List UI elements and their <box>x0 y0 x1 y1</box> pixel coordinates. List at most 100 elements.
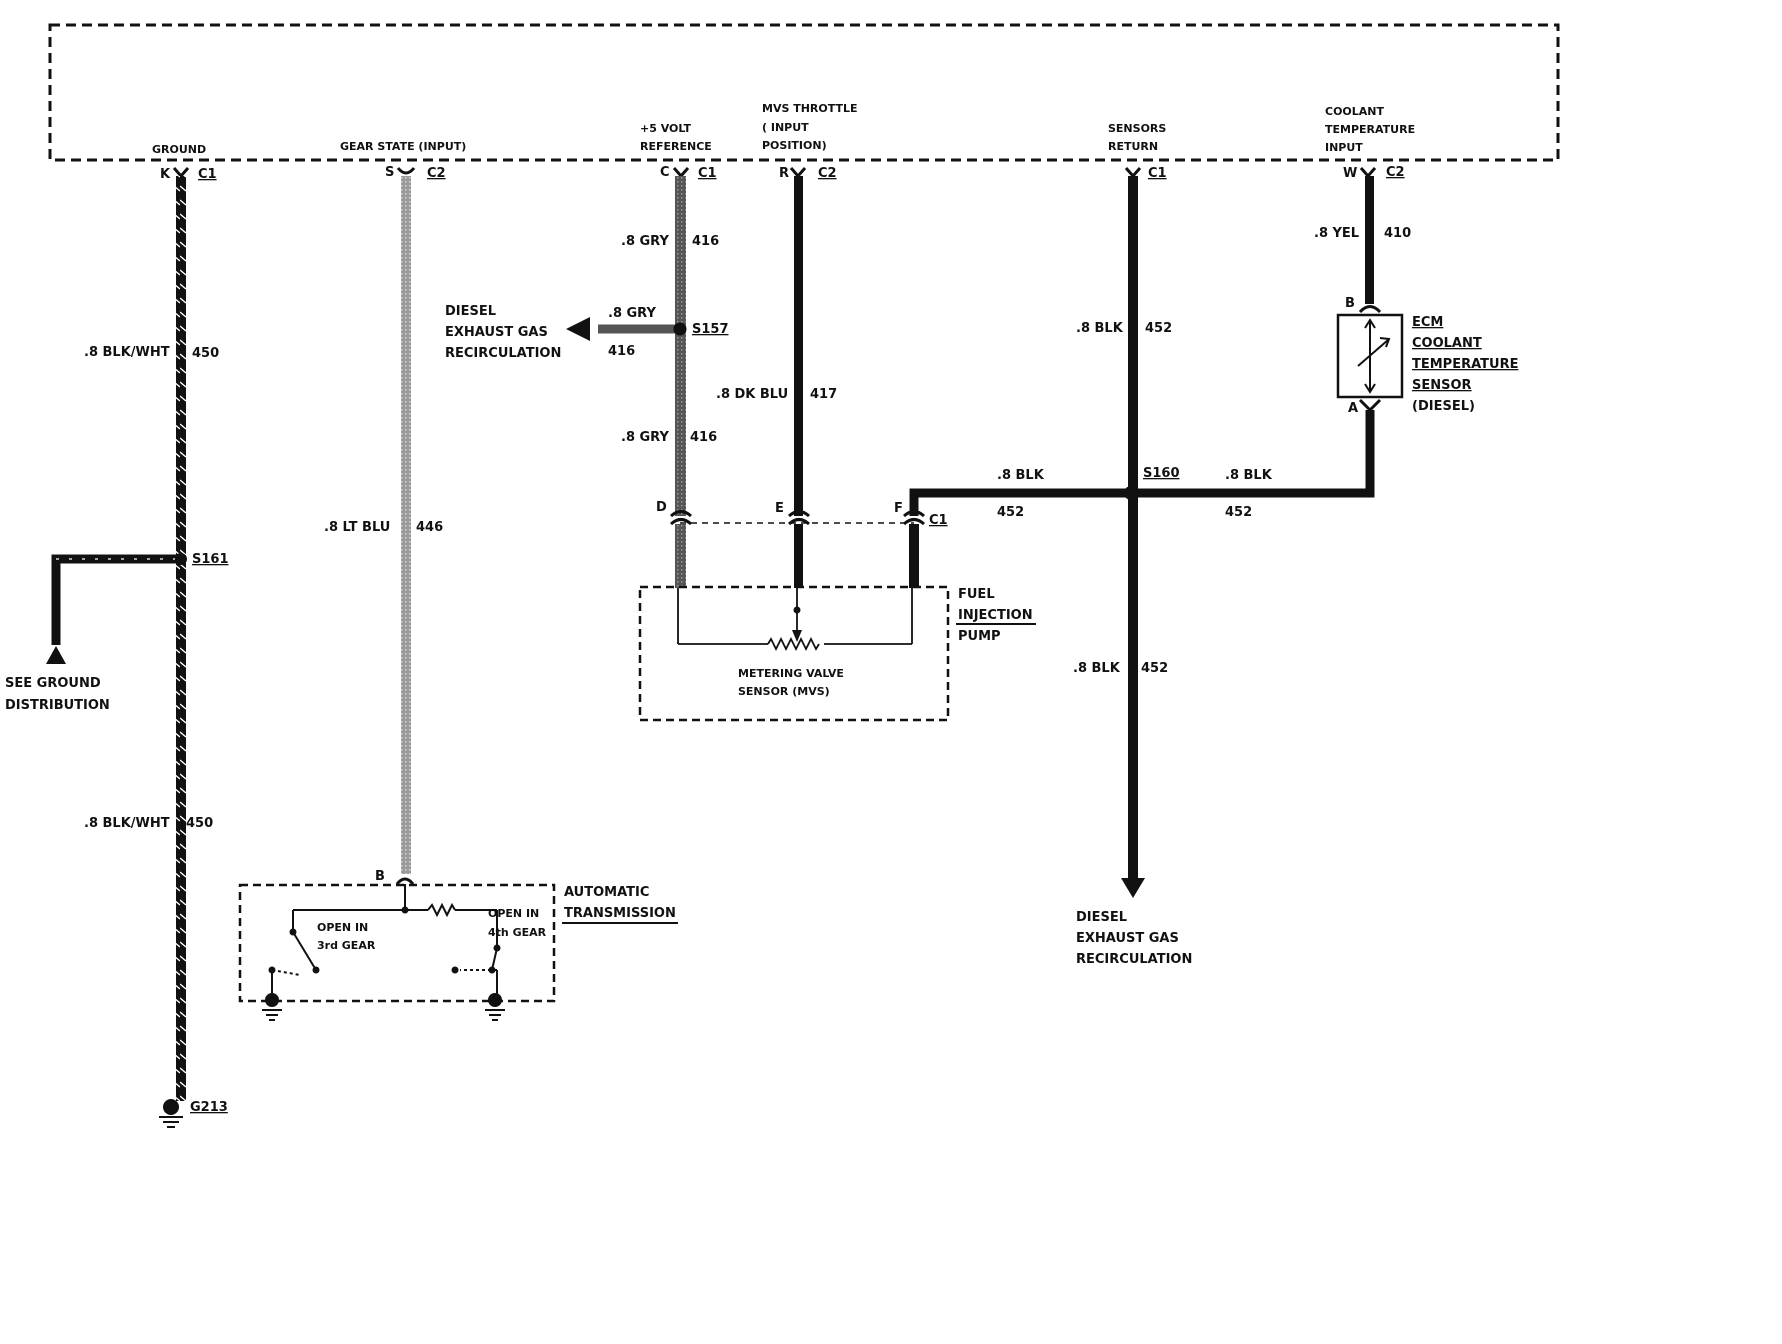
conn-c2-mvs: C2 <box>818 166 837 181</box>
coolant-sensor-connector-a <box>1358 398 1382 413</box>
pin-w: W <box>1343 166 1357 181</box>
ecm-mvs-label-1: MVS THROTTLE <box>762 102 858 115</box>
splice-s161-label: S161 <box>192 552 229 567</box>
pump-pin-e: E <box>775 501 784 516</box>
wire-450b-label: .8 BLK/WHT <box>84 816 170 831</box>
wire-450a-num: 450 <box>192 346 219 361</box>
wire-416b-label: .8 GRY <box>608 306 656 321</box>
ecm-coolant-label-3: INPUT <box>1325 141 1363 154</box>
wire-417-label: .8 DK BLU <box>716 387 788 402</box>
wire-416c-num: 416 <box>690 430 717 445</box>
coolant-sensor-label-4: SENSOR <box>1412 378 1472 393</box>
coolant-sensor-pin-a: A <box>1348 401 1358 416</box>
mvs-sensor-wiring <box>677 588 913 652</box>
wire-452a-label: .8 BLK <box>1076 321 1124 336</box>
fuel-pump-title-3: PUMP <box>958 629 1001 644</box>
conn-c2-coolant: C2 <box>1386 165 1405 180</box>
mvs-wiper-arrow <box>792 630 802 642</box>
ecm-mvs-label-3: POSITION) <box>762 139 827 152</box>
wire-452-main <box>1128 176 1138 882</box>
ground-g213-icon <box>159 1116 183 1128</box>
see-ground-label-2: DISTRIBUTION <box>5 698 110 713</box>
splice-s157-label: S157 <box>692 322 729 337</box>
auto-trans-pin-b: B <box>375 869 385 884</box>
pin-s: S <box>385 165 394 180</box>
splice-s160-label: S160 <box>1143 466 1180 481</box>
conn-c1-volt: C1 <box>698 166 717 181</box>
wire-446-label: .8 LT BLU <box>324 520 390 535</box>
wire-450b-num: 450 <box>186 816 213 831</box>
ecm-sensors-return-label-2: RETURN <box>1108 140 1158 153</box>
ground-ref-arrow <box>46 646 66 664</box>
egr-left-label-3: RECIRCULATION <box>445 346 561 361</box>
conn-c1-sensors: C1 <box>1148 166 1167 181</box>
wire-410 <box>1365 176 1374 304</box>
connector-chevrons <box>172 167 1377 179</box>
ecm-coolant-label-1: COOLANT <box>1325 105 1385 118</box>
switch-3rd-label-1: OPEN IN <box>317 921 368 934</box>
auto-trans-box <box>238 883 556 1003</box>
ecm-volt-ref-label-1: +5 VOLT <box>640 122 692 135</box>
wire-450-branch <box>51 554 176 645</box>
egr-left-label-1: DIESEL <box>445 304 496 319</box>
coolant-sensor-label-5: (DIESEL) <box>1412 399 1475 414</box>
ecm-mvs-label-2: ( INPUT <box>762 121 809 134</box>
wire-417 <box>794 176 803 516</box>
auto-trans-internal-wiring <box>271 884 498 998</box>
pump-pin-f: F <box>894 501 903 516</box>
wire-417-num: 417 <box>810 387 837 402</box>
wire-452c-num: 452 <box>1225 505 1252 520</box>
switch-3rd-label-2: 3rd GEAR <box>317 939 376 952</box>
mvs-wiper-node <box>793 606 801 614</box>
mvs-label-1: METERING VALVE <box>738 667 844 680</box>
pin-r: R <box>779 166 789 181</box>
splice-s160 <box>1124 486 1138 500</box>
mvs-label-2: SENSOR (MVS) <box>738 685 830 698</box>
ecm-wiring-diagram: GROUND GEAR STATE (INPUT) +5 VOLT REFERE… <box>5 23 1560 1128</box>
wire-410-label: .8 YEL <box>1314 226 1359 241</box>
auto-trans-title-2: TRANSMISSION <box>564 906 676 921</box>
auto-trans-connector <box>395 877 415 885</box>
wire-452b-num: 452 <box>997 505 1024 520</box>
wire-452a-num: 452 <box>1145 321 1172 336</box>
pin-k: K <box>160 167 171 182</box>
wire-410-num: 410 <box>1384 226 1411 241</box>
auto-trans-contacts <box>265 906 502 1007</box>
egr-bottom-label-3: RECIRCULATION <box>1076 952 1192 967</box>
wire-416c-label: .8 GRY <box>621 430 669 445</box>
pump-pin-d: D <box>656 500 667 515</box>
egr-left-arrow <box>566 317 590 341</box>
see-ground-label-1: SEE GROUND <box>5 676 101 691</box>
ecm-ground-label: GROUND <box>152 143 206 156</box>
ecm-box <box>48 23 1560 162</box>
wire-450 <box>176 176 186 1101</box>
wire-452d-label: .8 BLK <box>1073 661 1121 676</box>
wire-452d-num: 452 <box>1141 661 1168 676</box>
switch-4th-label-1: OPEN IN <box>488 907 539 920</box>
auto-trans-title-1: AUTOMATIC <box>564 885 649 900</box>
wire-446-num: 446 <box>416 520 443 535</box>
ground-g213-label: G213 <box>190 1100 228 1115</box>
coolant-sensor-box <box>1336 313 1404 399</box>
conn-c1-ground: C1 <box>198 167 217 182</box>
splice-s161 <box>175 553 187 565</box>
auto-trans-ground-icons <box>262 1009 505 1021</box>
ecm-coolant-label-2: TEMPERATURE <box>1325 123 1415 136</box>
coolant-sensor-label-2: COOLANT <box>1412 336 1482 351</box>
ground-g213 <box>163 1099 179 1115</box>
wire-416-pump <box>675 524 686 588</box>
wire-416a-num: 416 <box>692 234 719 249</box>
fuel-pump-title-2: INJECTION <box>958 608 1033 623</box>
wire-416a-label: .8 GRY <box>621 234 669 249</box>
ecm-volt-ref-label-2: REFERENCE <box>640 140 712 153</box>
egr-left-label-2: EXHAUST GAS <box>445 325 548 340</box>
egr-bottom-arrow <box>1121 878 1145 898</box>
coolant-sensor-pin-b: B <box>1345 296 1355 311</box>
pump-conn-c1: C1 <box>929 513 948 528</box>
fuel-pump-box <box>638 585 950 722</box>
wire-416b-num: 416 <box>608 344 635 359</box>
egr-bottom-label-2: EXHAUST GAS <box>1076 931 1179 946</box>
wire-450a-label: .8 BLK/WHT <box>84 345 170 360</box>
wire-452-bus <box>909 410 1375 516</box>
egr-bottom-label-1: DIESEL <box>1076 910 1127 925</box>
